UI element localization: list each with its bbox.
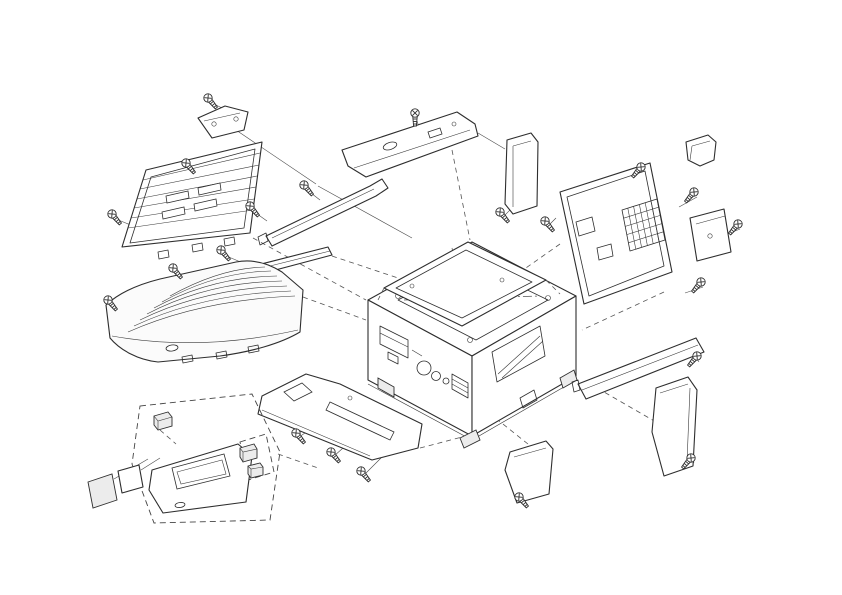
front-hood-cover xyxy=(105,260,304,364)
assembly-dashed-lines xyxy=(159,149,665,469)
base-plate-with-slots xyxy=(257,373,423,461)
side-panel-right-lower xyxy=(651,376,698,477)
screw-icon xyxy=(324,445,344,466)
screw-icon xyxy=(214,243,234,264)
top-lid xyxy=(377,241,561,327)
top-cover-plate xyxy=(341,111,479,178)
mounting-bracket-top-left xyxy=(197,105,249,139)
screw-icon xyxy=(725,217,745,238)
screw-icon xyxy=(354,464,374,485)
corner-bracket-top-right xyxy=(685,134,717,167)
access-panel-bottom xyxy=(504,440,554,504)
rear-vent-panel-left xyxy=(121,141,263,260)
screw-icon xyxy=(688,275,708,296)
clip-icon xyxy=(239,443,258,463)
option-plates xyxy=(87,464,144,509)
screw-icon xyxy=(681,185,701,206)
screw-icon xyxy=(201,91,221,112)
front-bezel-assembly xyxy=(131,393,281,524)
rear-vent-panel-right xyxy=(559,162,673,305)
clip-icon xyxy=(247,462,264,479)
side-bracket-right xyxy=(504,132,539,215)
screw-icon xyxy=(105,207,125,228)
screw-icon xyxy=(538,214,558,235)
small-plate-right xyxy=(689,208,732,262)
clip-icon xyxy=(153,411,173,431)
support-rail xyxy=(257,178,389,247)
side-rail-right xyxy=(571,337,705,400)
